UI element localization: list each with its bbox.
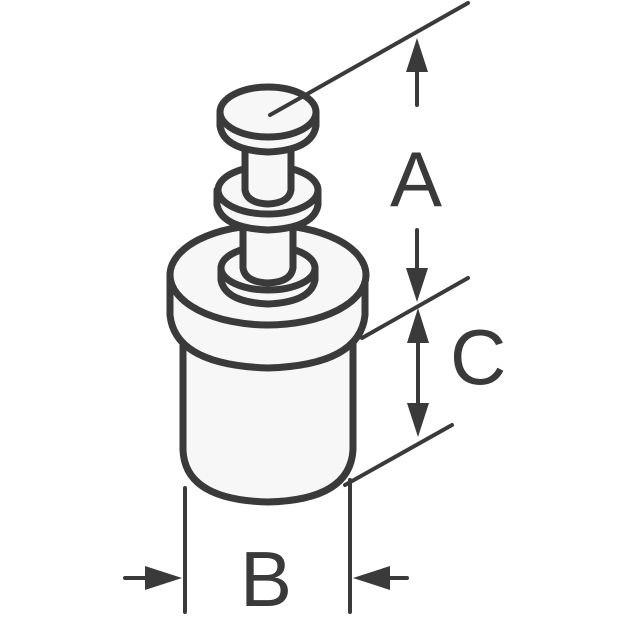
arrow-up-icon: [406, 38, 428, 72]
pin-top-head: [216, 83, 320, 156]
dimension-c: [343, 276, 470, 487]
arrow-right-icon: [145, 566, 182, 590]
dimension-b: [123, 478, 409, 614]
extension-line-c-bottom: [343, 423, 454, 487]
dimension-label-b: B: [240, 535, 293, 623]
arrow-down-icon: [407, 403, 429, 437]
dimension-label-c: C: [450, 313, 507, 401]
extension-line-a-top: [268, 1, 470, 117]
arrow-down-icon: [406, 268, 428, 302]
dimension-label-a: A: [390, 135, 443, 223]
arrow-left-icon: [353, 566, 390, 590]
body-cylinder: [179, 326, 357, 506]
dimension-a: [268, 1, 470, 302]
arrow-up-icon: [407, 308, 429, 343]
extension-line-c-top: [360, 276, 470, 340]
